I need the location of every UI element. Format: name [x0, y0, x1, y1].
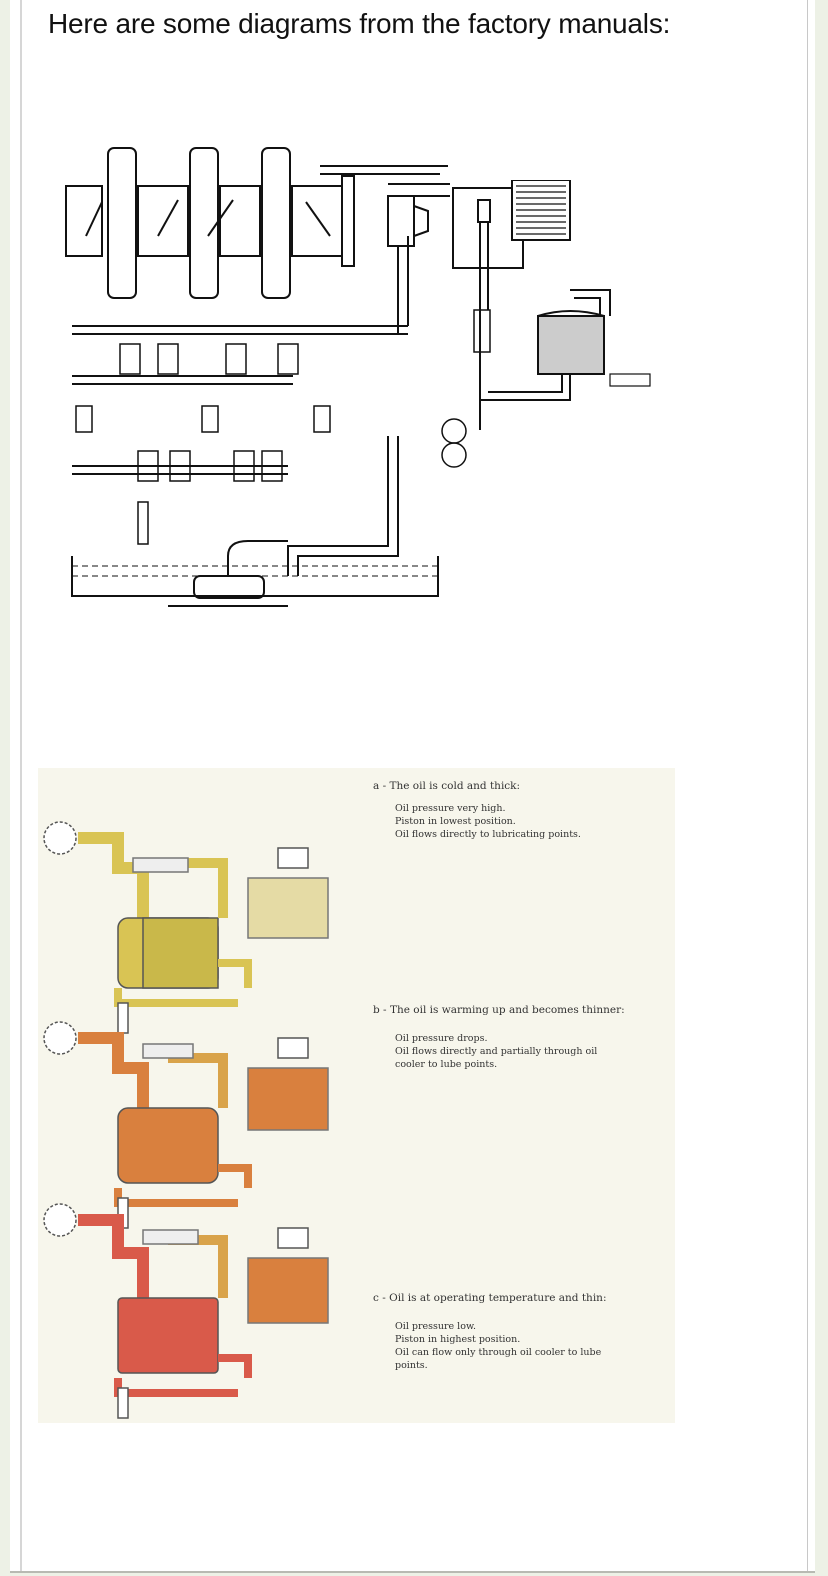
caption-b: b - The oil is warming up and becomes th… — [373, 1004, 625, 1070]
stage-a-circuit — [43, 821, 329, 1034]
caption-a: a - The oil is cold and thick: Oil press… — [373, 780, 581, 840]
stage-b-circuit — [43, 1021, 329, 1229]
stage-c-circuit — [43, 1203, 329, 1419]
oil-sump-icon — [71, 540, 439, 607]
lubrication-diagram-right — [441, 179, 660, 468]
oil-pump-gears-icon — [441, 418, 467, 468]
lubrication-diagram-image — [58, 136, 450, 614]
oil-cooler-diagram-image: a - The oil is cold and thick: Oil press… — [38, 768, 675, 1423]
bearing-icons — [75, 343, 331, 545]
crankshaft-icon — [65, 147, 429, 299]
caption-c: c - Oil is at operating temperature and … — [373, 1292, 607, 1371]
post-title: Here are some diagrams from the factory … — [48, 8, 671, 39]
